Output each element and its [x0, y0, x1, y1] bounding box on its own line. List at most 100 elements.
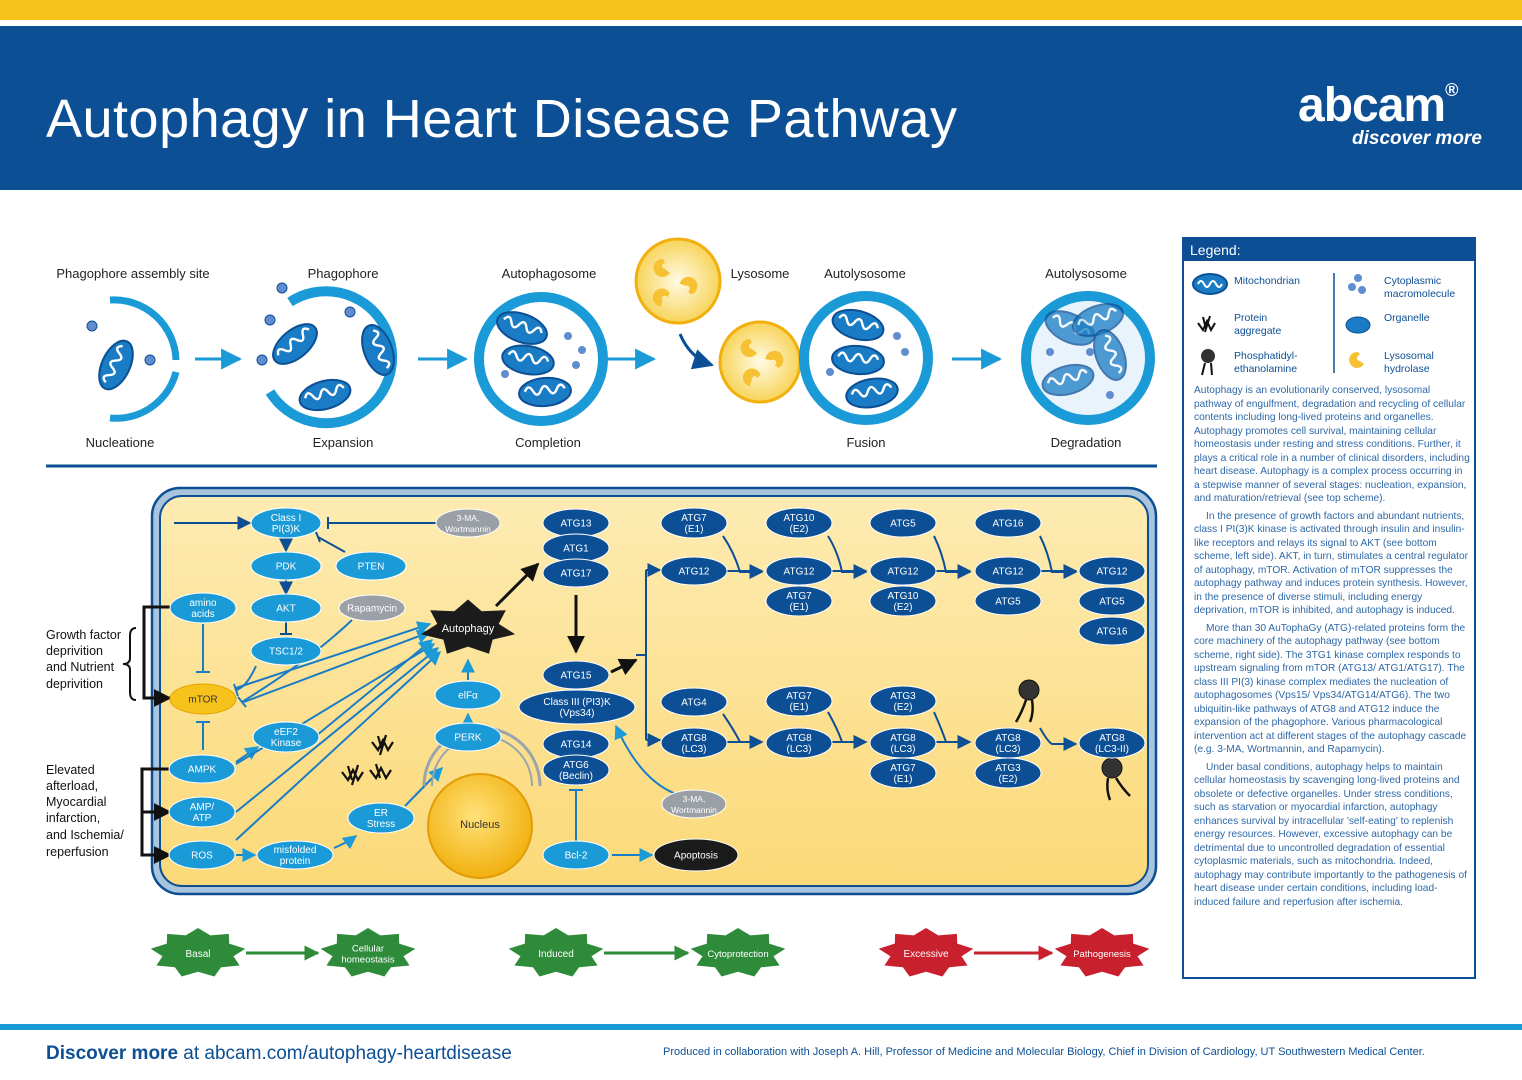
node-atg12[interactable]: ATG12 — [1078, 556, 1146, 586]
node-pten[interactable]: PTEN — [335, 551, 407, 581]
node-atg14[interactable]: ATG14 — [542, 729, 610, 759]
node-atg8-lc3[interactable]: ATG8(LC3) — [974, 727, 1042, 759]
node-atg7-e1[interactable]: ATG7(E1) — [869, 757, 937, 789]
outcome-star-from — [878, 928, 974, 977]
node-label: Cytoprotection — [707, 949, 768, 960]
node-atg16[interactable]: ATG16 — [974, 508, 1042, 538]
node-perk[interactable]: PERK — [434, 722, 502, 752]
node-mtor[interactable]: mTOR — [169, 683, 237, 715]
footer-link[interactable]: Discover more at abcam.com/autophagy-hea… — [46, 1043, 512, 1064]
node-atg10-e2[interactable]: ATG10(E2) — [765, 507, 833, 539]
node-atg12[interactable]: ATG12 — [765, 556, 833, 586]
logo-tagline: discover more — [1352, 128, 1482, 149]
node-atg3-e2[interactable]: ATG3(E2) — [974, 757, 1042, 789]
degradation-illustration — [1021, 291, 1155, 425]
node-atg8-lc3[interactable]: ATG8(LC3) — [869, 727, 937, 759]
svg-text:Nucleus: Nucleus — [460, 819, 500, 831]
node-atg7-e1[interactable]: ATG7(E1) — [765, 585, 833, 617]
node-label: homeostasis — [341, 955, 395, 966]
node-label: (LC3) — [995, 744, 1020, 755]
cytoplasmic-macromolecule-icon — [1348, 274, 1366, 294]
node-class3[interactable]: Class III (PI3)K(Vps34) — [518, 689, 636, 725]
node-atg12[interactable]: ATG12 — [974, 556, 1042, 586]
node-atg1[interactable]: ATG1 — [542, 533, 610, 563]
node-tsc[interactable]: TSC1/2 — [250, 636, 322, 666]
legend-icons — [1192, 273, 1371, 376]
footer-credit: Produced in collaboration with Joseph A.… — [663, 1046, 1425, 1058]
node-label: ATG7 — [786, 591, 812, 602]
node-label: PI(3)K — [272, 524, 301, 535]
node-shape — [250, 551, 322, 581]
node-label: Apoptosis — [674, 851, 718, 862]
node-shape — [168, 754, 236, 784]
node-ma-top[interactable]: 3-MA,Wortmannin — [435, 508, 501, 538]
node-shape — [660, 687, 728, 717]
node-bcl2[interactable]: Bcl-2 — [542, 840, 610, 870]
node-atg4[interactable]: ATG4 — [660, 687, 728, 717]
node-shape — [765, 585, 833, 617]
node-shape — [250, 593, 322, 623]
node-shape — [974, 586, 1042, 616]
phagophore-assembly-illustration — [86, 296, 180, 422]
node-shape — [250, 507, 322, 539]
node-label: ATG12 — [993, 567, 1024, 578]
node-atg17[interactable]: ATG17 — [542, 558, 610, 588]
node-label: (E1) — [790, 702, 809, 713]
node-atg5[interactable]: ATG5 — [1078, 586, 1146, 616]
node-label: ATG12 — [784, 567, 815, 578]
node-atg7-e1[interactable]: ATG7(E1) — [765, 685, 833, 717]
svg-text:and Ischemia/: and Ischemia/ — [46, 828, 124, 842]
node-autophagy[interactable]: Autophagy — [420, 599, 516, 654]
node-label: (E1) — [790, 602, 809, 613]
node-atg8-lc3[interactable]: ATG8(LC3) — [660, 727, 728, 759]
outcome-star-to — [320, 928, 416, 977]
node-atg5[interactable]: ATG5 — [974, 586, 1042, 616]
node-atg7-e1[interactable]: ATG7(E1) — [660, 507, 728, 539]
node-ampk[interactable]: AMPK — [168, 754, 236, 784]
node-atg10-e2[interactable]: ATG10(E2) — [869, 585, 937, 617]
node-label: ATG5 — [1099, 597, 1125, 608]
node-apoptosis[interactable]: Apoptosis — [653, 838, 739, 872]
node-atg6[interactable]: ATG6(Beclin) — [542, 754, 610, 786]
stage-label-bottom-5: Fusion — [846, 435, 885, 450]
node-shape — [335, 551, 407, 581]
node-ma-bottom[interactable]: 3-MA,Wortmannin — [661, 789, 727, 819]
page-title: Autophagy in Heart Disease Pathway — [46, 89, 958, 149]
node-label: ATG7 — [786, 691, 812, 702]
legend-paragraph-3: More than 30 AuTophaGy (ATG)-related pro… — [1194, 622, 1467, 756]
node-label: Basal — [185, 949, 210, 960]
node-atg5[interactable]: ATG5 — [869, 508, 937, 538]
node-label: protein — [280, 856, 311, 867]
node-atg8-lc3ii[interactable]: ATG8(LC3-II) — [1078, 727, 1146, 759]
node-shape — [661, 789, 727, 819]
node-atg3-e2[interactable]: ATG3(E2) — [869, 685, 937, 717]
node-atg12[interactable]: ATG12 — [869, 556, 937, 586]
node-label: ATG8 — [995, 733, 1021, 744]
node-label: ATG15 — [561, 671, 592, 682]
node-akt[interactable]: AKT — [250, 593, 322, 623]
node-class1[interactable]: Class IPI(3)K — [250, 507, 322, 539]
node-atg12[interactable]: ATG12 — [660, 556, 728, 586]
node-pdk[interactable]: PDK — [250, 551, 322, 581]
node-ros[interactable]: ROS — [168, 840, 236, 870]
node-elf[interactable]: elFα — [434, 680, 502, 710]
node-label: Pathogenesis — [1073, 949, 1131, 960]
node-label: Kinase — [271, 738, 302, 749]
abcam-logo[interactable]: abcam® — [1298, 79, 1458, 132]
node-ampatp[interactable]: AMP/ATP — [168, 796, 236, 828]
node-label: AKT — [276, 604, 295, 615]
node-shape — [542, 840, 610, 870]
node-rapamycin[interactable]: Rapamycin — [338, 594, 406, 622]
node-shape — [1078, 727, 1146, 759]
node-atg13[interactable]: ATG13 — [542, 508, 610, 538]
node-atg16[interactable]: ATG16 — [1078, 616, 1146, 646]
node-shape — [765, 507, 833, 539]
node-atg8-lc3[interactable]: ATG8(LC3) — [765, 727, 833, 759]
node-atg15[interactable]: ATG15 — [542, 660, 610, 690]
top-accent-bar — [0, 0, 1522, 20]
